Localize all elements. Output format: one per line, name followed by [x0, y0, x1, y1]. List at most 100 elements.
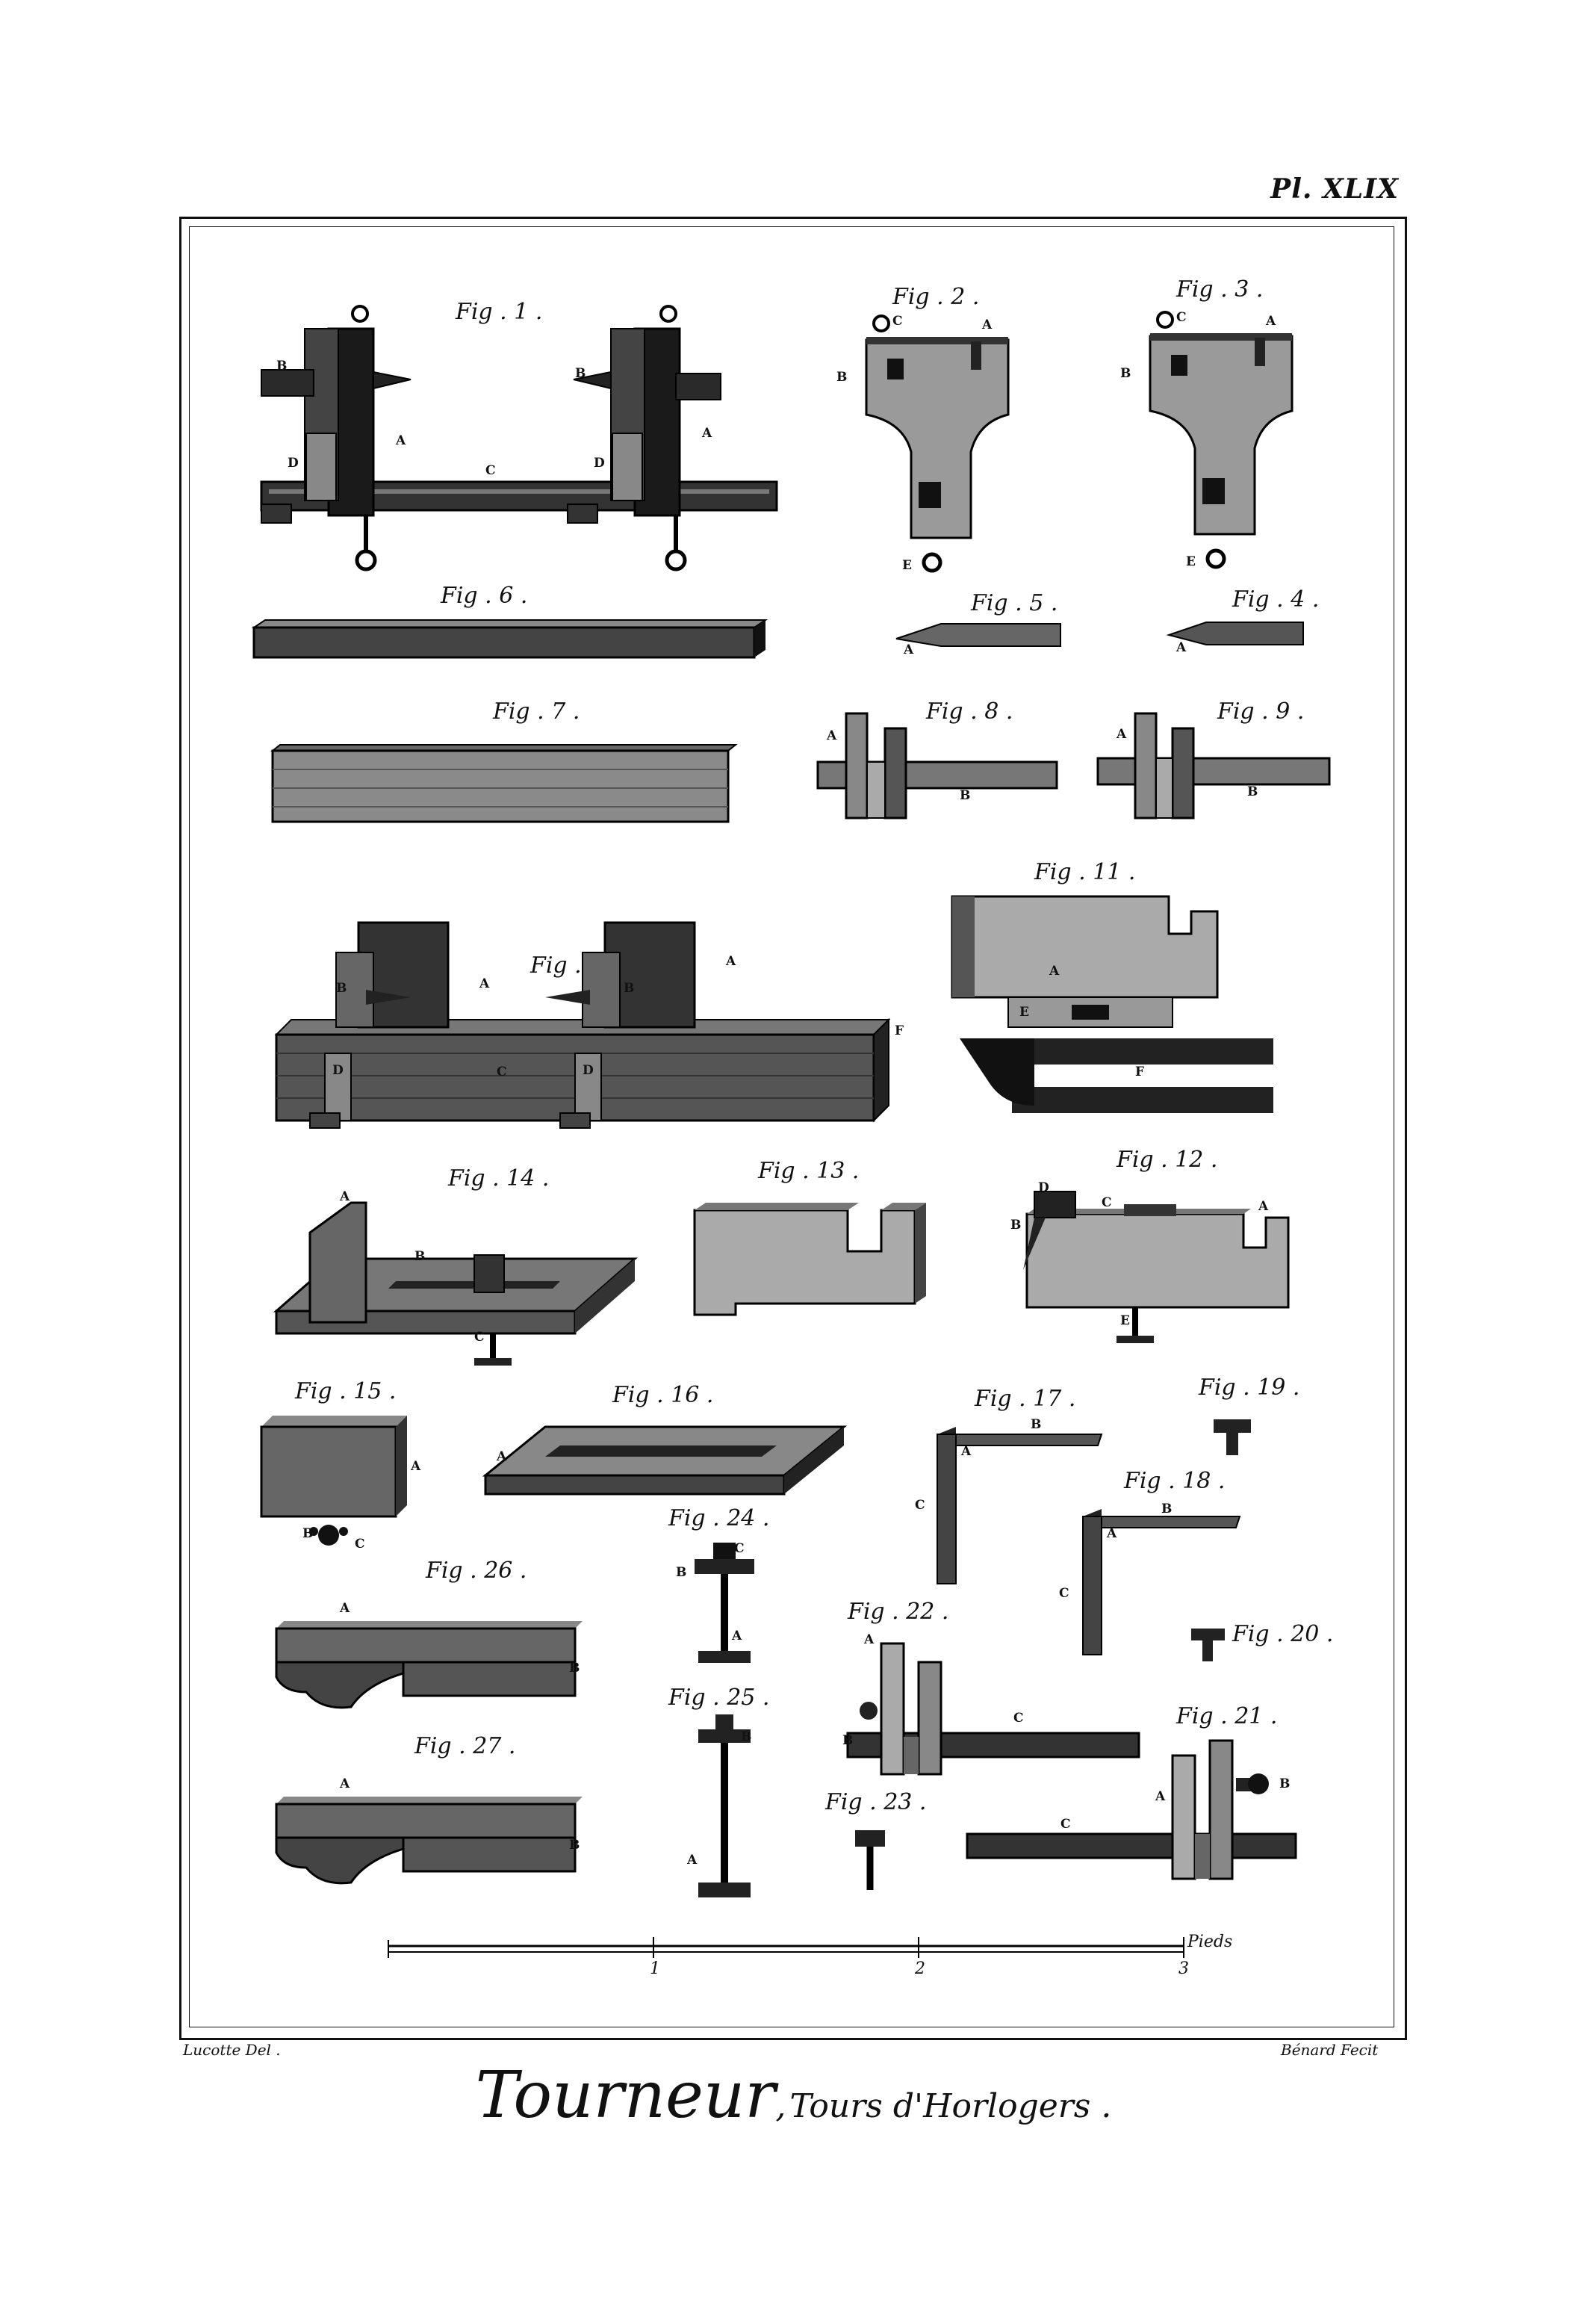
figure-27: Fig . 27 . A B: [269, 1733, 597, 1897]
figure-14: Fig . 14 . A B C: [269, 1150, 657, 1375]
figure-10-label: F: [895, 1023, 904, 1038]
scale-tick-label: 3: [1178, 1959, 1189, 1978]
figure-9-drawing: [1096, 712, 1331, 819]
figure-2-label: E: [902, 558, 912, 573]
plate-frame-inner: [189, 226, 1394, 2027]
figure-1-label: A: [702, 426, 712, 441]
figure-10-label: D: [332, 1063, 344, 1078]
figure-17-caption: Fig . 17 .: [975, 1386, 1076, 1412]
figure-16-label: A: [497, 1449, 507, 1464]
figure-6-drawing: [251, 619, 768, 659]
figure-10-label: C: [497, 1065, 507, 1079]
figure-14-label: A: [340, 1189, 350, 1204]
figure-17-label: C: [915, 1498, 925, 1513]
figure-2-drawing: [865, 314, 1010, 573]
figure-26-caption: Fig . 26 .: [426, 1558, 527, 1584]
figure-8-drawing: [816, 712, 1058, 819]
figure-24: Fig . 24 . C B A: [657, 1505, 792, 1685]
figure-3-label: B: [1120, 366, 1131, 381]
figure-24-label: A: [732, 1629, 742, 1643]
figure-2: Fig . 2 . C A B E: [822, 273, 1031, 579]
figure-10-label: D: [583, 1063, 594, 1078]
figure-9: Fig . 9 . A B: [1090, 691, 1337, 825]
figure-1: Fig . 1 . B B A A D D C: [246, 284, 784, 590]
figure-20-caption: Fig . 20 .: [1232, 1621, 1334, 1647]
page-title: Tourneur, Tours d'Horlogers .: [0, 2058, 1587, 2133]
figure-11-drawing: [951, 895, 1273, 1113]
figure-12-label: E: [1120, 1313, 1130, 1328]
figure-8-label: B: [960, 788, 971, 803]
figure-7: Fig . 7 .: [265, 698, 751, 825]
figure-4: Fig . 4 . A: [1161, 586, 1319, 661]
figure-17: Fig . 17 . B A C: [915, 1386, 1124, 1584]
figure-26-label: A: [340, 1601, 350, 1616]
figure-24-label: C: [734, 1541, 745, 1556]
figure-20: Fig . 20 .: [1184, 1591, 1355, 1666]
figure-27-caption: Fig . 27 .: [414, 1733, 516, 1759]
scale-unit-label: Pieds: [1187, 1933, 1233, 1951]
figure-4-drawing: [1166, 622, 1304, 645]
figure-3-label: E: [1186, 554, 1196, 569]
figure-10-label: B: [624, 981, 635, 996]
figure-19-caption: Fig . 19 .: [1199, 1375, 1300, 1401]
figure-25-label: B: [741, 1729, 752, 1744]
figure-3-label: A: [1266, 314, 1276, 329]
figure-23-drawing: [855, 1830, 885, 1890]
figure-5-drawing: [895, 623, 1061, 647]
figure-12-label: C: [1102, 1195, 1112, 1210]
figure-23-caption: Fig . 23 .: [825, 1789, 927, 1815]
figure-25-drawing: [698, 1714, 751, 1897]
title-sub: Tours d'Horlogers .: [789, 2087, 1112, 2125]
figure-25-label: A: [687, 1853, 698, 1868]
figure-1-label: B: [575, 366, 586, 381]
figure-7-caption: Fig . 7 .: [493, 698, 580, 725]
figure-17-label: A: [961, 1444, 972, 1459]
figure-24-drawing: [695, 1543, 754, 1663]
figure-2-label: A: [982, 317, 993, 332]
figure-22-label: C: [1013, 1711, 1024, 1726]
figure-19-drawing: [1214, 1419, 1251, 1455]
figure-23: Fig . 23 .: [814, 1789, 963, 1901]
figure-14-label: C: [474, 1330, 485, 1345]
scale-bar: 1 2 3 Pieds: [381, 1931, 1277, 1983]
figure-22-drawing: [846, 1642, 1140, 1776]
figure-18-drawing: [1082, 1509, 1241, 1655]
title-separator: ,: [775, 2087, 786, 2125]
figure-21-label: C: [1060, 1817, 1071, 1832]
figure-1-drawing: [260, 305, 778, 571]
figure-15-label: C: [355, 1537, 365, 1552]
figure-10-drawing: [274, 921, 891, 1129]
figure-10-label: A: [726, 954, 736, 969]
figure-27-label: B: [569, 1838, 580, 1853]
figure-21-caption: Fig . 21 .: [1176, 1703, 1278, 1729]
title-main: Tourneur: [475, 2058, 776, 2133]
figure-9-caption: Fig . 9 .: [1217, 698, 1305, 725]
figure-16-drawing: [482, 1425, 848, 1496]
figure-17-label: B: [1031, 1417, 1042, 1432]
figure-20-drawing: [1191, 1629, 1225, 1661]
figure-21: Fig . 21 . A B C: [960, 1703, 1326, 1912]
figure-25: Fig . 25 . B A: [657, 1685, 792, 1924]
figure-12-label: A: [1258, 1199, 1269, 1214]
figure-26: Fig . 26 . A B: [269, 1558, 597, 1722]
figure-18-caption: Fig . 18 .: [1124, 1468, 1226, 1494]
figure-21-drawing: [966, 1739, 1297, 1880]
figure-15-label: A: [411, 1459, 421, 1474]
figure-8-label: A: [827, 728, 837, 743]
figure-1-caption: Fig . 1 .: [456, 299, 543, 325]
figure-18-label: B: [1161, 1502, 1173, 1516]
figure-3-label: C: [1176, 310, 1187, 325]
figure-10-label: B: [336, 981, 347, 996]
figure-10-label: A: [479, 976, 490, 991]
figure-13-caption: Fig . 13 .: [758, 1158, 860, 1184]
figure-2-label: B: [836, 370, 848, 385]
figure-24-caption: Fig . 24 .: [668, 1505, 770, 1531]
figure-11-label: E: [1019, 1005, 1029, 1020]
figure-25-caption: Fig . 25 .: [668, 1685, 770, 1711]
figure-21-label: A: [1155, 1789, 1166, 1804]
figure-14-caption: Fig . 14 .: [448, 1165, 550, 1192]
figure-11-label: A: [1049, 964, 1060, 979]
figure-12-drawing: [1023, 1191, 1290, 1343]
figure-5-label: A: [904, 642, 914, 657]
plate-number: Pl. XLIX: [1270, 173, 1399, 205]
